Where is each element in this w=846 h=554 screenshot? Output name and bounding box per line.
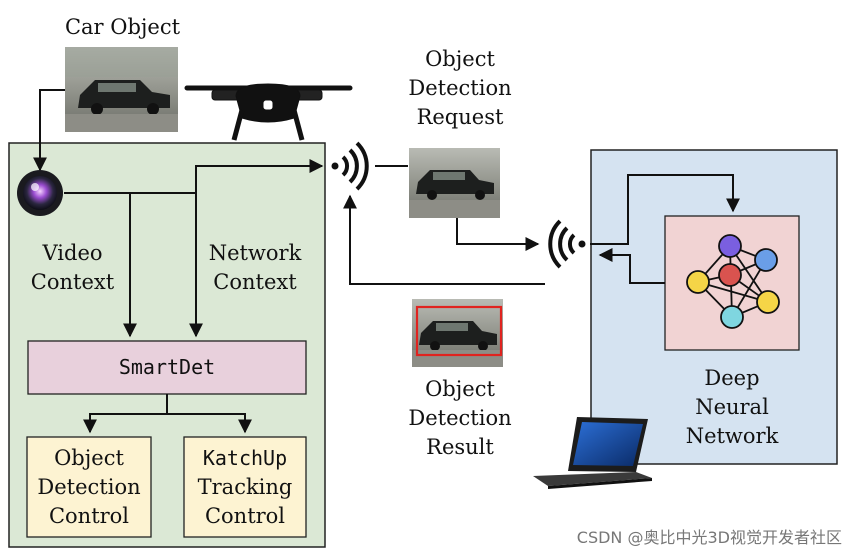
arrow-smartdet-to-odc [83,394,168,434]
arrow-dnn-to-server [598,248,665,284]
katchup-control-label: KatchUp Tracking Control [197,446,293,528]
arrow-car-to-camera [33,89,65,172]
drone-icon [184,83,353,141]
katchup-control-box [183,436,307,538]
neural-network-icon [686,234,780,329]
arrow-server-to-dnn [590,174,740,245]
video-context-label: Video Context [30,241,115,294]
arrow-to-drone-antenna [195,159,324,193]
result-car-photo [412,299,503,367]
object-detection-control-label: Object Detection Control [37,446,141,528]
laptop-icon [533,417,652,489]
detection-bounding-box [415,305,503,357]
watermark: CSDN @奥比中光3D视觉开发者社区 [576,528,842,547]
car-object-photo [65,47,178,132]
dnn-label: Deep Neural Network [685,366,779,448]
drone-wireless-icon [331,141,369,191]
connectors [33,89,740,434]
car-object-label: Car Object [64,15,181,39]
arrow-request-to-server-antenna [456,218,540,251]
smartdet-label: SmartDet [118,355,216,379]
request-car-photo [409,148,500,218]
request-label: Object Detection Request [408,47,512,129]
object-detection-control-box [26,436,152,538]
arrow-result-to-drone [343,194,545,285]
network-context-label: Network Context [208,241,302,294]
smartdet-box [27,340,307,395]
result-label: Object Detection Result [408,377,512,459]
camera-lens-icon [17,170,63,216]
arrow-smartdet-to-katchup [167,413,252,434]
server-wireless-icon [548,219,586,269]
